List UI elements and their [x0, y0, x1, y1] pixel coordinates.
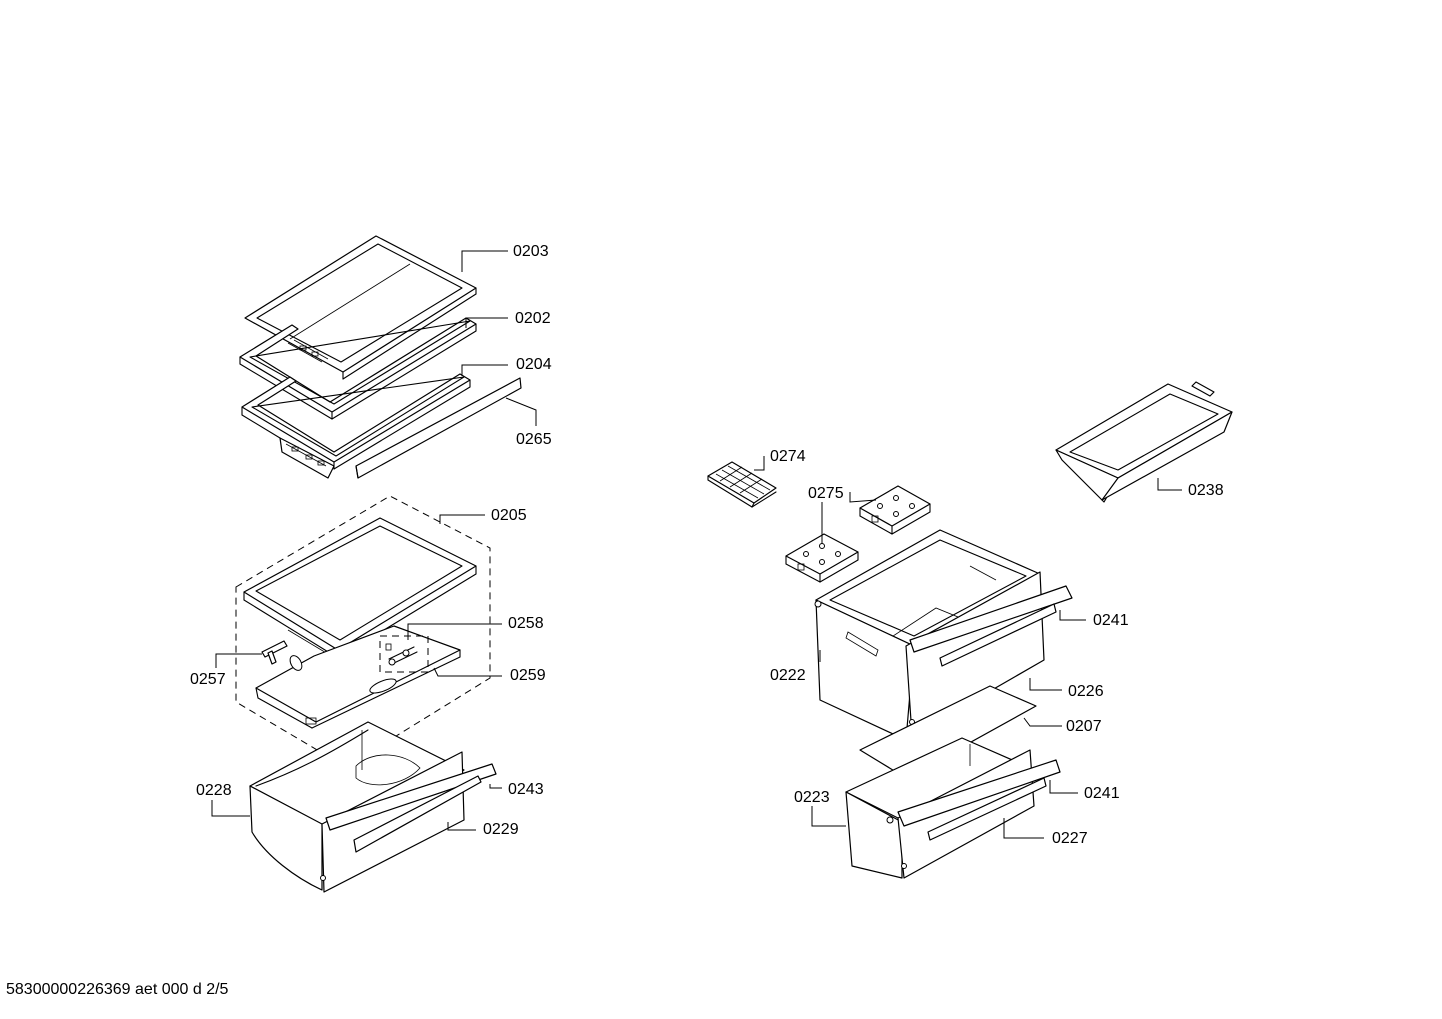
callout-0238: 0238 [1188, 482, 1224, 499]
cold-pack-lower [785, 533, 859, 583]
callout-0275: 0275 [808, 485, 844, 502]
assembly-outline [235, 495, 491, 768]
latch-detail-box [379, 635, 429, 673]
callout-0241-upper: 0241 [1093, 612, 1129, 629]
callout-0226: 0226 [1068, 683, 1104, 700]
callout-0265: 0265 [516, 431, 552, 448]
shelf-frame-assembly [243, 517, 477, 661]
crisper-cover-plate [255, 625, 461, 729]
latch-part [385, 643, 418, 666]
callout-0241-lower: 0241 [1084, 785, 1120, 802]
callout-0205: 0205 [491, 507, 527, 524]
crisper-drawer-left [249, 721, 497, 893]
glass-shelf-top [244, 235, 477, 380]
shelf-hinge-pin [261, 640, 303, 671]
cold-pack-upper [859, 485, 931, 535]
callout-0229: 0229 [483, 821, 519, 838]
callout-0243: 0243 [508, 781, 544, 798]
door-bin [1055, 381, 1233, 503]
callout-0228: 0228 [196, 782, 232, 799]
shelf-frame-bottom [241, 373, 471, 479]
shelf-trim-strip [355, 377, 522, 479]
callout-0202: 0202 [515, 310, 551, 327]
callout-0223: 0223 [794, 789, 830, 806]
callout-0257: 0257 [190, 671, 226, 688]
document-footer: 58300000226369 aet 000 d 2/5 [6, 981, 229, 998]
freezer-drawer-lower [845, 737, 1061, 879]
ice-tray [707, 461, 777, 508]
callout-leaders [211, 250, 1182, 839]
callout-0203: 0203 [513, 243, 549, 260]
callout-0258: 0258 [508, 615, 544, 632]
glass-divider-plate [859, 685, 1037, 779]
callout-0222: 0222 [770, 667, 806, 684]
callout-0204: 0204 [516, 356, 552, 373]
callout-0227: 0227 [1052, 830, 1088, 847]
callout-0274: 0274 [770, 448, 806, 465]
callout-0207: 0207 [1066, 718, 1102, 735]
callout-0259: 0259 [510, 667, 546, 684]
